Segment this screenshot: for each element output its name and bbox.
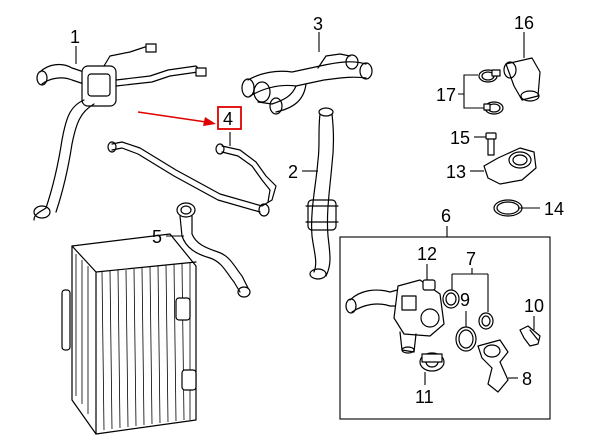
callout-4: 4: [223, 109, 233, 129]
part-1-upper-hose-assembly: [33, 43, 207, 221]
callout-16: 16: [514, 13, 534, 33]
part-13-water-outlet: [483, 147, 537, 185]
callout-17: 17: [436, 85, 456, 105]
callout-6: 6: [441, 206, 451, 226]
part-11-thermostat: [419, 352, 445, 372]
part-10-bolt: [519, 325, 541, 347]
leader-lines: [75, 32, 540, 385]
part-3-branched-hose: [241, 53, 373, 115]
highlight-arrowhead: [203, 117, 216, 126]
callout-7: 7: [466, 249, 476, 269]
highlight-arrow-line: [137, 111, 207, 123]
part-16-hose-connector: [503, 57, 541, 102]
callout-2: 2: [288, 162, 298, 182]
callout-12: 12: [417, 244, 437, 264]
part-2-vertical-hose: [305, 107, 339, 280]
part-8-outlet-elbow: [477, 339, 509, 393]
part-4-bypass-pipe: [107, 141, 277, 217]
highlight-part-4: [137, 106, 242, 130]
callout-labels: 1 3 2 4 5 6 7 8 9 10 11 12 13 14 15 16 1…: [70, 13, 564, 407]
part-6-thermostat-housing: [345, 279, 445, 354]
part-14-gasket: [493, 199, 523, 217]
callout-1: 1: [70, 27, 80, 47]
callout-13: 13: [446, 162, 466, 182]
part-17-hose-clamps: [478, 69, 504, 115]
radiator: [61, 233, 197, 435]
part-5-lower-hose: [176, 202, 251, 298]
callout-3: 3: [313, 14, 323, 34]
callout-11: 11: [415, 387, 434, 407]
callout-5: 5: [152, 227, 162, 247]
part-7-o-rings: [442, 289, 494, 330]
callout-9: 9: [460, 290, 470, 310]
callout-10: 10: [524, 296, 544, 316]
part-6-assembly-box: [339, 236, 551, 420]
part-9-o-ring: [455, 326, 477, 352]
callout-15: 15: [450, 128, 470, 148]
callout-8: 8: [522, 369, 532, 389]
part-12-sensor: [422, 279, 436, 291]
part-15-bolt: [485, 132, 497, 156]
highlight-box: [217, 106, 242, 130]
callout-14: 14: [544, 199, 564, 219]
